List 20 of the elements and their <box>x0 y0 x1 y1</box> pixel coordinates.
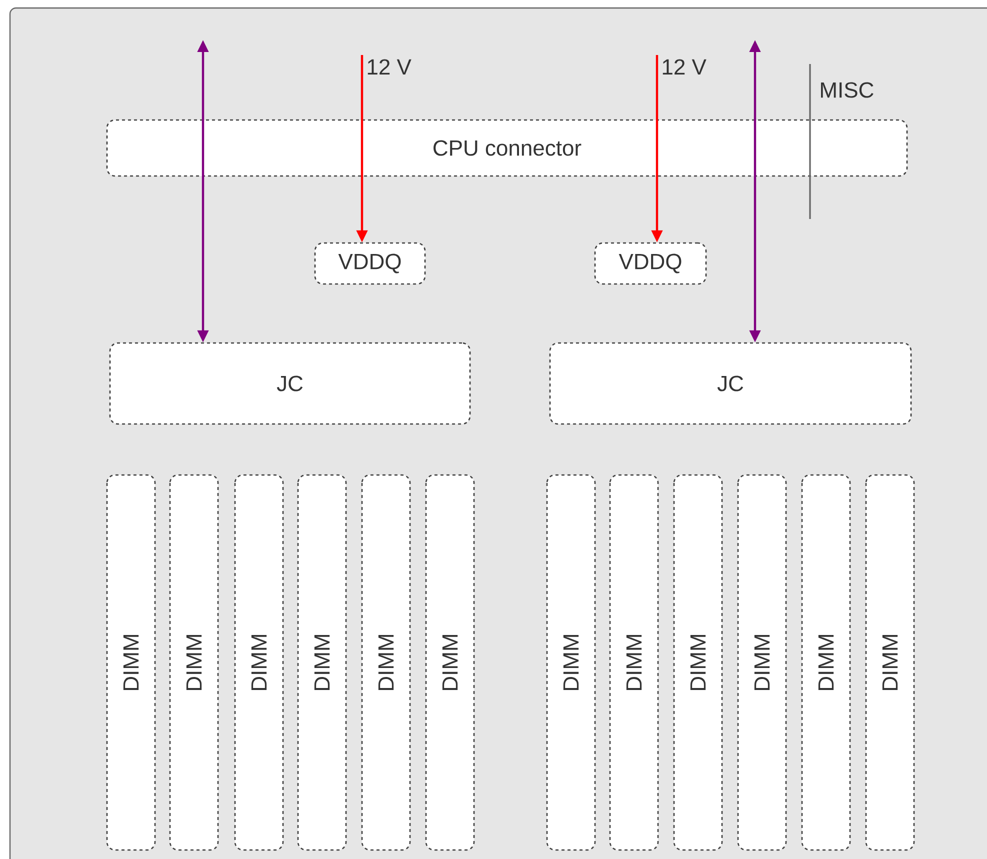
dimm-slot: DIMM <box>234 474 284 851</box>
jc-box: JC <box>549 342 912 425</box>
dimm-slot: DIMM <box>169 474 219 851</box>
edge-label: 12 V <box>368 59 412 75</box>
connector-box: CPU connector <box>106 119 908 177</box>
vddq-box: VDDQ <box>314 242 426 285</box>
dimm-slot: DIMM <box>361 474 411 851</box>
dimm-slot: DIMM <box>609 474 659 851</box>
vddq-box: VDDQ <box>594 242 707 285</box>
dimm-slot: DIMM <box>673 474 723 851</box>
dimm-slot: DIMM <box>801 474 851 851</box>
dimm-slot: DIMM <box>546 474 596 851</box>
misc-label: MISC <box>821 82 874 98</box>
dimm-slot: DIMM <box>737 474 787 851</box>
dimm-slot: DIMM <box>297 474 347 851</box>
jc-box: JC <box>109 342 471 425</box>
dimm-slot: DIMM <box>106 474 156 851</box>
edge-label: 12 V <box>662 59 706 75</box>
dimm-slot: DIMM <box>865 474 915 851</box>
dimm-slot: DIMM <box>425 474 475 851</box>
